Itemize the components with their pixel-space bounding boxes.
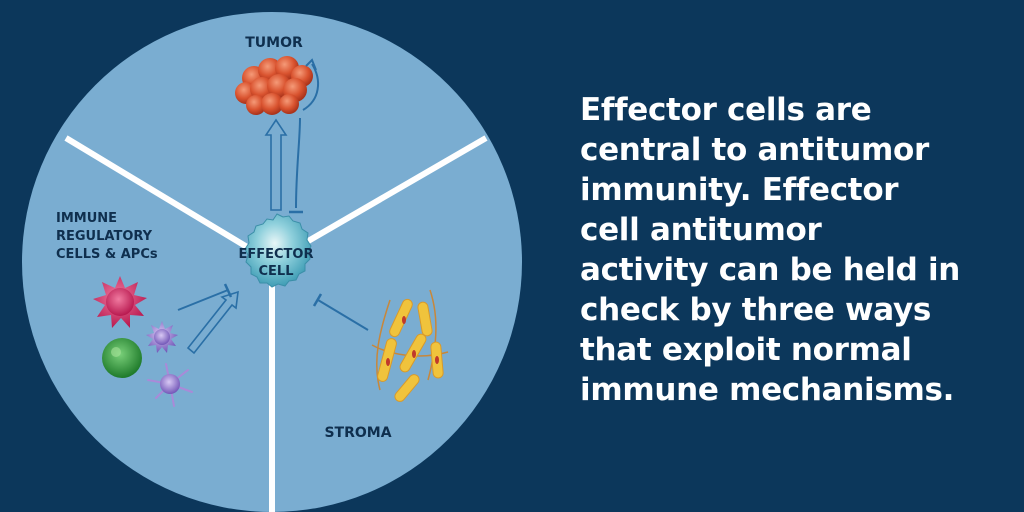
tumor-inhibition-line xyxy=(295,117,301,209)
tumor-cluster-icon xyxy=(235,56,313,115)
immune-label-line-3: CELLS & APCs xyxy=(56,247,158,262)
immune-inhibition-line xyxy=(177,289,229,311)
caption-line: immunity. Effector xyxy=(580,172,899,208)
effector-to-tumor-arrow xyxy=(264,118,288,211)
effector-cell-icon xyxy=(244,213,312,288)
immune-label-line-1: IMMUNE xyxy=(56,211,117,226)
caption-line: check by three ways xyxy=(580,292,932,328)
tumor-label: TUMOR xyxy=(245,35,303,51)
caption-text: Effector cells are central to antitumor … xyxy=(580,90,1010,410)
immune-label-line-2: REGULATORY xyxy=(56,229,153,244)
immune-to-effector-arrow xyxy=(186,290,239,355)
tumor-growth-arrow xyxy=(302,63,320,111)
caption-line: central to antitumor xyxy=(580,132,930,168)
effector-label-line-1: EFFECTOR xyxy=(239,247,314,262)
regulatory-cell-icon xyxy=(93,276,193,407)
stroma-label: STROMA xyxy=(324,425,391,441)
effector-label-line-2: CELL xyxy=(259,264,294,279)
fibroblast-icon xyxy=(371,289,449,402)
caption-line: that exploit normal xyxy=(580,332,912,368)
stroma-inhibition-line xyxy=(317,299,369,331)
caption-line: activity can be held in xyxy=(580,252,961,288)
caption-line: Effector cells are xyxy=(580,92,872,128)
caption-line: immune mechanisms. xyxy=(580,372,955,408)
caption-line: cell antitumor xyxy=(580,212,822,248)
